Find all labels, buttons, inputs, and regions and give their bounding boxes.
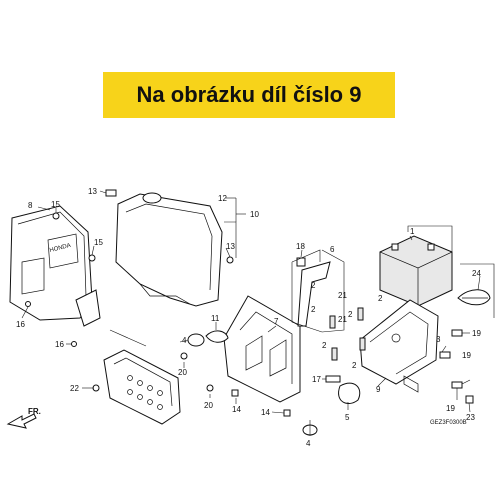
callout-2c[interactable]: 2 — [348, 310, 353, 319]
callout-2e[interactable]: 2 — [322, 341, 327, 350]
center-bracket-part — [223, 295, 301, 403]
callout-19b[interactable]: 19 — [462, 351, 471, 360]
callout-5[interactable]: 5 — [345, 413, 350, 422]
front-direction-arrow: FR. — [6, 407, 41, 429]
callout-14b[interactable]: 14 — [261, 408, 270, 417]
front-cover-part: HONDA — [9, 205, 101, 327]
reference-boxes — [109, 221, 495, 347]
callout-6[interactable]: 6 — [330, 245, 335, 254]
callout-20b[interactable]: 20 — [204, 401, 213, 410]
inner-cover-part — [115, 192, 223, 307]
callout-11[interactable]: 11 — [211, 314, 220, 323]
callout-23[interactable]: 23 — [466, 413, 475, 422]
callout-2b[interactable]: 2 — [311, 305, 316, 314]
callout-21[interactable]: 21 — [338, 291, 347, 300]
callout-4b[interactable]: 4 — [306, 439, 311, 448]
lower-grille-part — [103, 349, 181, 425]
callout-20[interactable]: 20 — [178, 368, 187, 377]
callout-2f[interactable]: 2 — [352, 361, 357, 370]
callout-12[interactable]: 12 — [218, 194, 227, 203]
callout-19[interactable]: 19 — [472, 329, 481, 338]
callout-13[interactable]: 13 — [88, 187, 97, 196]
callout-14[interactable]: 14 — [232, 405, 241, 414]
callout-2d[interactable]: 2 — [378, 294, 383, 303]
part-code: GEZ3F0300B — [430, 420, 467, 426]
banner-text: Na obrázku díl číslo 9 — [136, 82, 362, 107]
callout-10[interactable]: 10 — [250, 210, 259, 219]
callout-19c[interactable]: 19 — [446, 404, 455, 413]
callout-13b[interactable]: 13 — [226, 242, 235, 251]
highlight-banner: Na obrázku díl číslo 9 — [103, 72, 395, 118]
battery-tray-part[interactable] — [359, 299, 439, 393]
direction-label: FR. — [28, 407, 41, 416]
battery-strap-part — [457, 289, 491, 306]
small-fasteners — [25, 189, 474, 436]
callout-15b[interactable]: 15 — [94, 238, 103, 247]
callout-22[interactable]: 22 — [70, 384, 79, 393]
callout-4[interactable]: 4 — [182, 336, 187, 345]
callout-1[interactable]: 1 — [410, 227, 415, 236]
callout-8[interactable]: 8 — [28, 201, 33, 210]
callout-16b[interactable]: 16 — [55, 340, 64, 349]
callout-18[interactable]: 18 — [296, 242, 305, 251]
callout-labels: 1 2 2 2 2 2 2 4 4 5 6 7 8 9 10 11 12 13 … — [16, 187, 481, 448]
callout-16[interactable]: 16 — [16, 320, 25, 329]
callout-3: 3 — [436, 335, 441, 344]
stay-bracket-part — [297, 261, 331, 327]
callout-2[interactable]: 2 — [311, 281, 316, 290]
battery-part — [379, 235, 453, 307]
callout-17[interactable]: 17 — [312, 375, 321, 384]
callout-7[interactable]: 7 — [274, 317, 279, 326]
cover-brand: HONDA — [49, 243, 71, 254]
callout-15[interactable]: 15 — [51, 200, 60, 209]
leader-lines — [21, 190, 481, 436]
callout-21b[interactable]: 21 — [338, 315, 347, 324]
callout-24[interactable]: 24 — [472, 269, 481, 278]
callout-9[interactable]: 9 — [376, 385, 381, 394]
